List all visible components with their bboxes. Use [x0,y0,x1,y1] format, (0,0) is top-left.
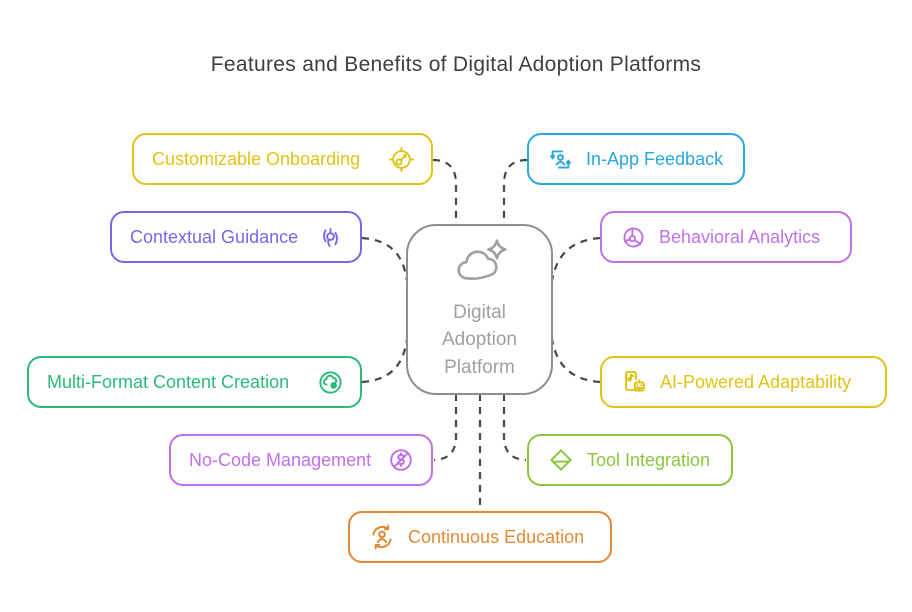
gauge-target-icon [388,146,415,173]
center-node-label: Digital Adoption Platform [441,301,517,378]
node-label: Tool Integration [587,449,711,470]
node-label: In-App Feedback [586,148,724,169]
node-label: Contextual Guidance [130,226,299,247]
pie-chart-icon [620,224,647,251]
node-customizable-onboarding: Customizable Onboarding [132,133,433,185]
user-feedback-loop-icon [547,146,574,173]
cloud-create-icon [317,369,344,396]
node-no-code-management: No-Code Management [169,434,433,486]
center-node: Digital Adoption Platform [406,224,553,395]
node-continuous-education: Continuous Education [348,511,612,563]
node-multi-format-content-creation: Multi-Format Content Creation [27,356,362,408]
diagram-title: Features and Benefits of Digital Adoptio… [210,53,702,76]
ai-device-icon [620,368,648,396]
guidance-focus-icon [317,224,344,251]
node-label: Continuous Education [408,526,585,547]
node-label: No-Code Management [189,449,372,470]
node-behavioral-analytics: Behavioral Analytics [600,211,852,263]
node-label: Behavioral Analytics [659,226,821,247]
person-cycle-icon [368,523,396,551]
node-in-app-feedback: In-App Feedback [527,133,745,185]
diamond-icon [547,446,575,474]
node-tool-integration: Tool Integration [527,434,733,486]
cloud-sparkle-icon [448,238,512,295]
node-contextual-guidance: Contextual Guidance [110,211,362,263]
node-label: Customizable Onboarding [152,148,361,169]
node-label: AI-Powered Adaptability [660,371,852,392]
node-ai-powered-adaptability: AI-Powered Adaptability [600,356,887,408]
dollar-slash-icon [387,446,415,474]
node-label: Multi-Format Content Creation [47,371,290,392]
